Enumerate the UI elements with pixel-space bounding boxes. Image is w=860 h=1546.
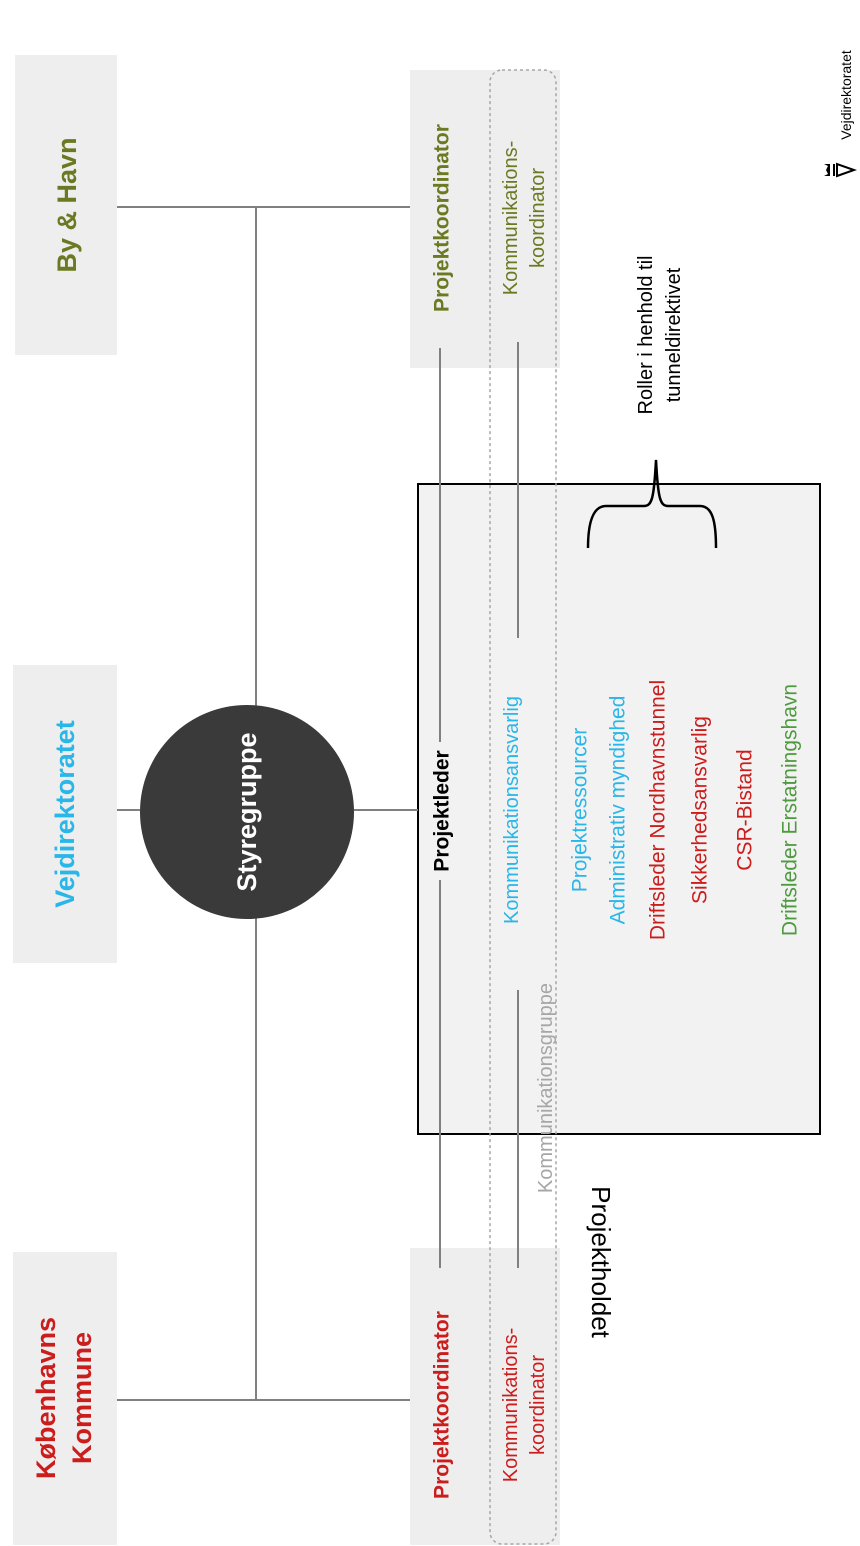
kommunikationsansvarlig-label: Kommunikationsansvarlig xyxy=(501,696,523,924)
by-havn-coordinator-box xyxy=(410,70,560,368)
logo-text: Vejdirektoratet xyxy=(838,50,854,140)
kk-kommunikation-line1: Kommunikations- xyxy=(500,1328,522,1483)
kk-label-line1: Københavns xyxy=(31,1317,61,1479)
role-item: Administrativ myndighed xyxy=(607,696,630,925)
role-item: CSR-Bistand xyxy=(734,749,757,870)
by-havn-projektkoordinator: Projektkoordinator xyxy=(431,124,454,312)
vejdirektoratet-label: Vejdirektoratet xyxy=(50,720,80,908)
kk-coordinator-box xyxy=(410,1248,560,1545)
styregruppe-circle xyxy=(140,705,354,919)
kk-kommunikation-line2: koordinator xyxy=(527,1355,549,1455)
role-item: Driftsleder Nordhavnstunnel xyxy=(647,680,670,940)
connector-lines xyxy=(117,206,519,1401)
by-havn-label: By & Havn xyxy=(52,137,82,272)
roles-list: Projektressourcer Administrativ myndighed… xyxy=(569,680,802,940)
vejdirektoratet-logo-icon xyxy=(824,162,858,178)
vejdirektoratet-box xyxy=(13,665,117,963)
role-item: Driftsleder Erstatningshavn xyxy=(779,684,802,936)
by-havn-box xyxy=(15,55,117,355)
kk-projektkoordinator: Projektkoordinator xyxy=(431,1311,454,1499)
kk-box xyxy=(13,1252,117,1545)
role-item: Projektressourcer xyxy=(569,728,592,893)
kommunikationsgruppe-label: Kommunikationsgruppe xyxy=(535,983,557,1193)
role-item: Sikkerhedsansvarlig xyxy=(689,716,712,904)
projektholdet-label: Projektholdet xyxy=(586,1186,616,1339)
kk-label-line2: Kommune xyxy=(67,1332,97,1464)
by-havn-kommunikation-line1: Kommunikations- xyxy=(500,141,522,296)
kommunikationsgruppe-box xyxy=(489,69,557,1545)
projektholdet-box xyxy=(417,483,821,1135)
brace-note-line1: Roller i henhold til xyxy=(635,256,657,415)
by-havn-kommunikation-line2: koordinator xyxy=(527,168,549,268)
styregruppe-label: Styregruppe xyxy=(232,732,262,891)
brace-note-line2: tunneldirektivet xyxy=(663,267,685,402)
projektleder-label: Projektleder xyxy=(431,750,454,871)
roles-brace xyxy=(586,459,718,549)
